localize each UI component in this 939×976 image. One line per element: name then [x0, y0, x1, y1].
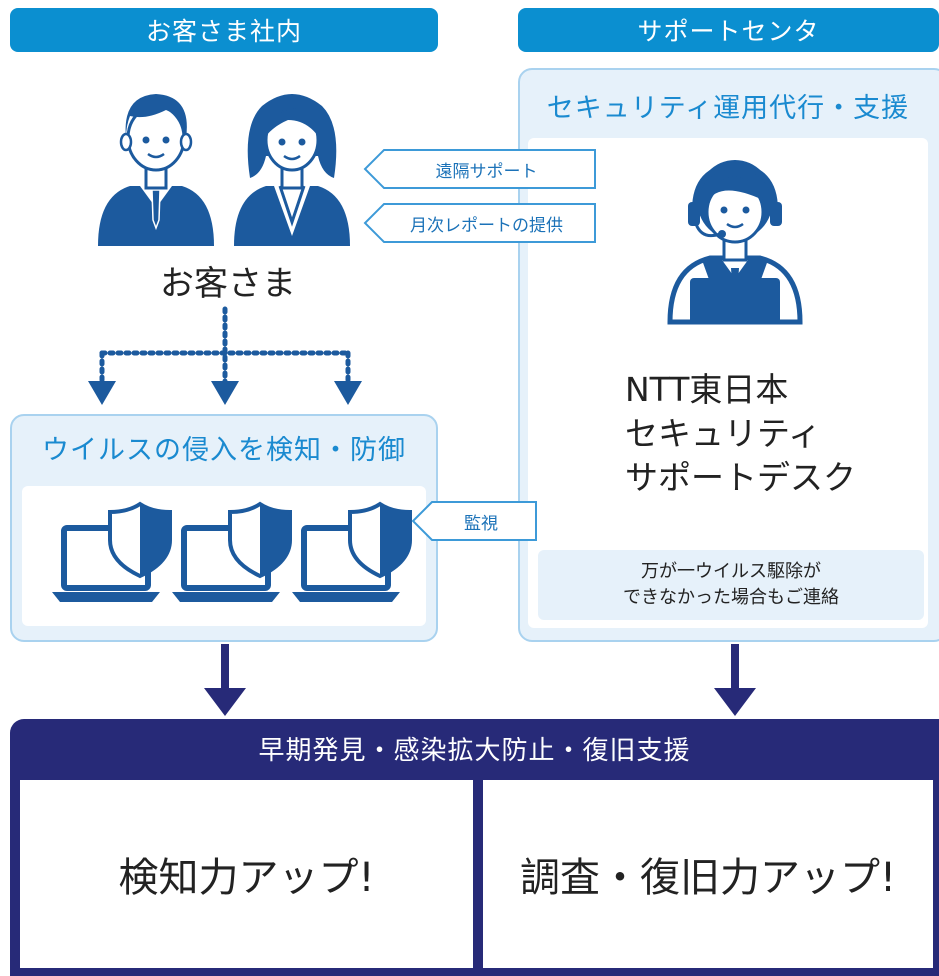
support-desk-name-line3: サポートデスク	[625, 458, 856, 497]
tag-monthly-report-shape	[363, 203, 596, 243]
tag-monthly-report: 月次レポートの提供	[362, 202, 597, 244]
support-note-line1: 万が一ウイルス駆除が	[641, 561, 821, 582]
tag-monitoring-label: 監視	[464, 513, 498, 534]
protected-laptop-icon-3	[292, 501, 412, 602]
outcome-title: 早期発見・感染拡大防止・復旧支援	[258, 736, 691, 766]
tag-remote-support-shape	[363, 149, 596, 189]
protected-laptop-icon-2	[172, 501, 292, 602]
tag-remote-support-label: 遠隔サポート	[435, 161, 538, 182]
support-desk-name-line2: セキュリティ	[625, 414, 822, 453]
protected-laptop-icon-1	[52, 501, 172, 602]
result-recovery-up-label: 調査・復旧力アップ!	[519, 855, 897, 901]
customer-female-icon	[234, 94, 350, 246]
support-note-line2: できなかった場合もご連絡	[623, 587, 839, 608]
support-service-title: セキュリティ運用代行・支援	[546, 93, 910, 124]
dotted-distribution-arrows	[88, 306, 362, 405]
result-detection-up: 検知力アップ!	[20, 780, 473, 968]
virus-detection-title: ウイルスの侵入を検知・防御	[42, 435, 406, 466]
tag-monthly-report-label: 月次レポートの提供	[410, 215, 563, 236]
header-support-center-label: サポートセンタ	[637, 17, 820, 46]
customer-label: お客さま	[160, 264, 296, 304]
header-customer-site-label: お客さま社内	[145, 17, 302, 46]
support-desk-name-line1: NTT東日本	[625, 370, 789, 409]
operator-headset-icon	[667, 160, 803, 325]
customer-male-icon	[98, 94, 214, 246]
result-recovery-up: 調査・復旧力アップ!	[483, 780, 933, 968]
header-support-center: サポートセンタ	[518, 8, 939, 52]
tag-monitoring: 監視	[410, 500, 538, 542]
down-arrow-left	[204, 644, 246, 716]
result-detection-up-label: 検知力アップ!	[118, 855, 375, 901]
tag-monitoring-shape	[411, 501, 537, 541]
support-desk-name: NTT東日本 セキュリティ サポートデスク	[625, 368, 856, 500]
support-note-box: 万が一ウイルス駆除が できなかった場合もご連絡	[538, 550, 924, 620]
header-customer-site: お客さま社内	[10, 8, 438, 52]
down-arrow-right	[714, 644, 756, 716]
tag-remote-support: 遠隔サポート	[362, 148, 597, 190]
